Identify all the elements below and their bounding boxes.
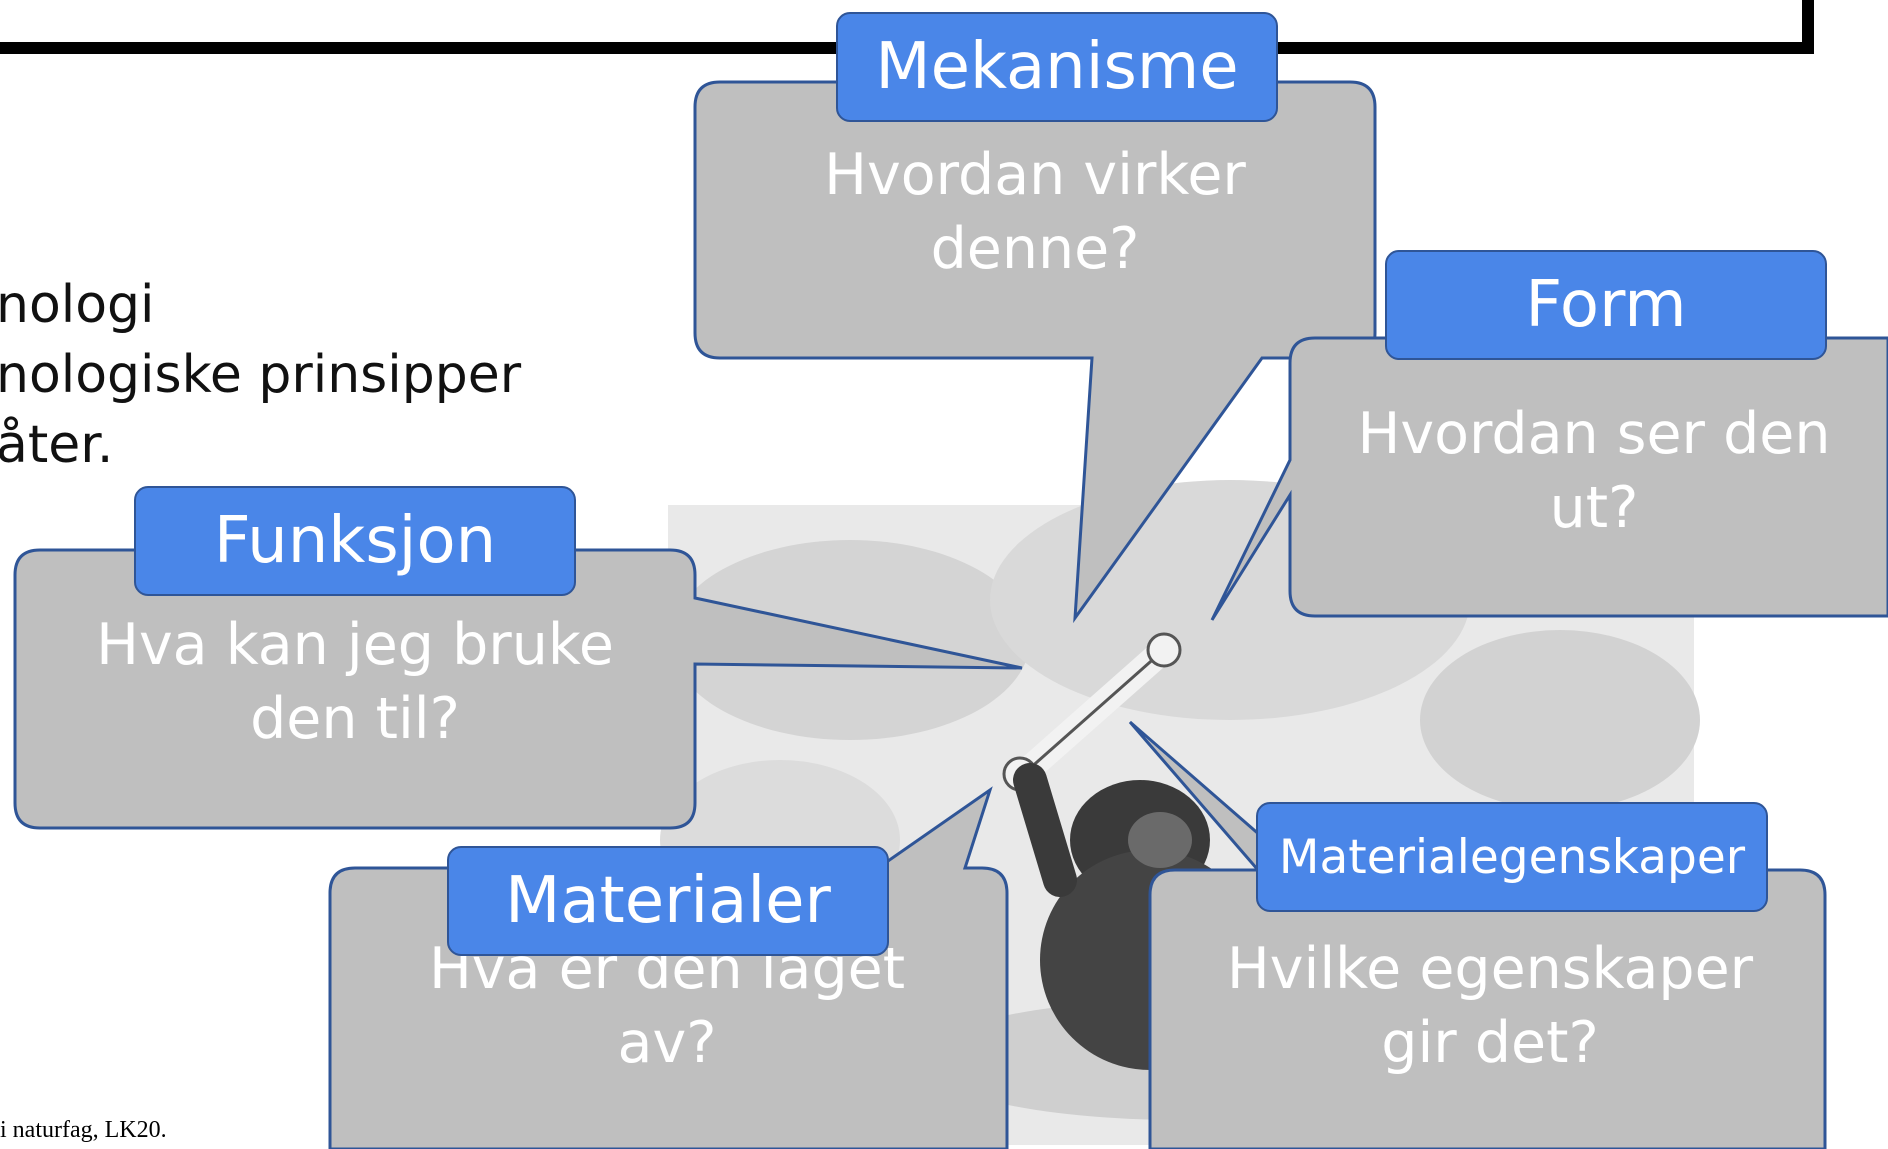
mekanisme-question: Hvordan virker denne? (700, 138, 1370, 286)
funksjon-question-line: Hva kan jeg bruke (96, 612, 614, 678)
materialer-question-line: av? (617, 1010, 717, 1077)
body-line: nologiske prinsipper (0, 345, 522, 405)
funksjon-question-line: den til? (250, 686, 460, 753)
body-text: nologi nologiske prinsipper åter. (0, 270, 521, 480)
funksjon-bubble (13, 548, 1023, 830)
title-frame (0, 0, 1814, 54)
materialer-tag: Materialer (447, 846, 889, 956)
footnote: i naturfag, LK20. (0, 1117, 167, 1143)
materialegenskaper-question-line: Hvilke egenskaper (1226, 936, 1754, 1002)
materialegenskaper-question: Hvilke egenskaper gir det? (1155, 932, 1825, 1080)
form-question: Hvordan ser den ut? (1300, 397, 1888, 545)
form-bubble (1210, 336, 1888, 621)
materialegenskaper-bubble (1128, 720, 1827, 1149)
body-line: åter. (0, 415, 114, 475)
mekanisme-question-line: denne? (930, 216, 1140, 283)
form-question-line: Hvordan ser den (1357, 401, 1831, 467)
form-question-line: ut? (1549, 475, 1639, 542)
funksjon-tag: Funksjon (134, 486, 576, 596)
body-line: nologi (0, 275, 155, 335)
materialegenskaper-question-line: gir det? (1381, 1010, 1599, 1077)
materialegenskaper-tag: Materialegenskaper (1256, 802, 1768, 912)
form-tag: Form (1385, 250, 1827, 360)
funksjon-question: Hva kan jeg bruke den til? (20, 608, 690, 756)
mekanisme-question-line: Hvordan virker (824, 142, 1246, 208)
mekanisme-tag: Mekanisme (836, 12, 1278, 122)
mekanisme-bubble (693, 80, 1377, 624)
